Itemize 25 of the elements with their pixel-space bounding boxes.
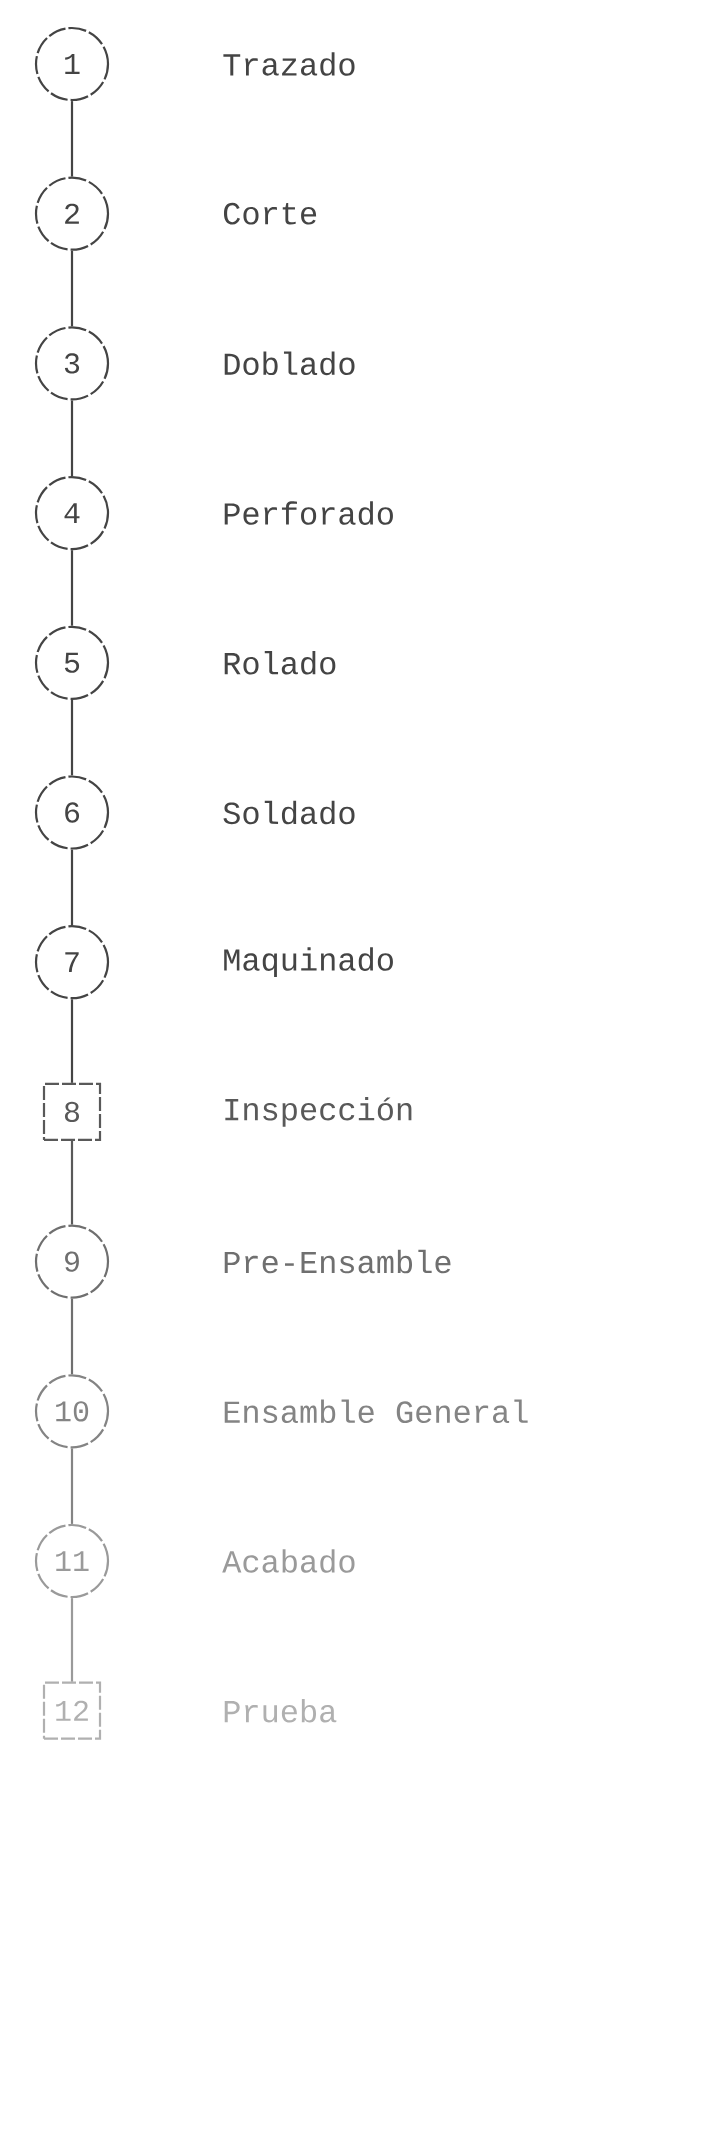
connector-line: [70, 1598, 74, 1682]
operation-label: Ensamble General: [224, 1399, 528, 1424]
connector-line: [70, 101, 74, 177]
inspection-square: 8: [42, 1082, 102, 1141]
operation-label: Doblado: [224, 351, 355, 376]
inspection-square: 12: [42, 1681, 102, 1740]
connector-line: [70, 699, 74, 776]
operation-label: Trazado: [223, 52, 355, 76]
operation-label: Prueba: [224, 1699, 337, 1723]
operation-label: Inspección: [225, 1097, 412, 1127]
operation-label: Pre-Ensamble: [224, 1249, 451, 1274]
operation-label: Acabado: [222, 1549, 355, 1573]
connector-line: [70, 1298, 74, 1375]
connector-line: [70, 250, 74, 327]
connector-line: [70, 1448, 74, 1524]
operation-label: Maquinado: [224, 947, 393, 978]
connector-line: [70, 1141, 74, 1225]
operation-label: Rolado: [224, 651, 336, 675]
connector-line: [70, 400, 74, 476]
operation-label: Soldado: [223, 800, 355, 825]
operation-label: Perforado: [224, 501, 393, 525]
connector-line: [70, 550, 74, 626]
connector-line: [70, 999, 74, 1083]
connector-line: [70, 849, 74, 926]
operation-label: Corte: [224, 202, 317, 225]
